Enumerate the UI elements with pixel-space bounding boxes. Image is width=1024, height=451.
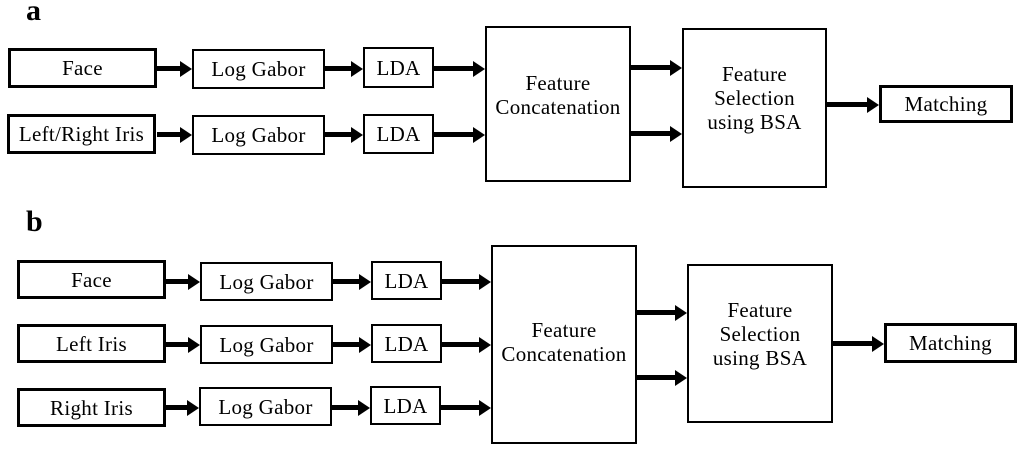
node-matching-b: Matching — [884, 323, 1017, 363]
arrow-concat-to-selection-b-lower — [637, 375, 675, 380]
arrow-loggabor-to-lda-b-row2 — [333, 342, 359, 347]
arrow-rightiris-to-loggabor-b — [166, 405, 187, 410]
node-lda-b-row2: LDA — [371, 324, 442, 363]
arrow-lda-to-concat-b-row1 — [442, 279, 479, 284]
arrow-loggabor-to-lda-a-row1 — [325, 66, 351, 71]
panel-a-label: a — [26, 0, 41, 27]
node-log-gabor-a-row2: Log Gabor — [192, 115, 325, 155]
arrow-loggabor-to-lda-b-row3 — [332, 405, 358, 410]
node-feature-concatenation-b: Feature Concatenation — [491, 245, 637, 444]
arrow-leftiris-to-loggabor-b — [166, 342, 188, 347]
arrow-iris-to-loggabor-a — [157, 132, 180, 137]
node-lda-a-row2: LDA — [363, 114, 434, 154]
node-feature-selection-bsa-b: Feature Selection using BSA — [687, 264, 833, 423]
arrow-lda-to-concat-a-row2 — [434, 132, 473, 137]
arrow-concat-to-selection-a-upper — [631, 65, 670, 70]
arrow-concat-to-selection-a-lower — [631, 131, 670, 136]
node-lda-b-row3: LDA — [370, 386, 441, 425]
node-log-gabor-b-row3: Log Gabor — [199, 387, 332, 426]
arrow-lda-to-concat-b-row2 — [442, 342, 479, 347]
node-right-iris-b: Right Iris — [17, 388, 166, 427]
arrow-lda-to-concat-a-row1 — [434, 66, 473, 71]
arrow-face-to-loggabor-a — [157, 66, 180, 71]
arrow-loggabor-to-lda-b-row1 — [333, 279, 359, 284]
node-left-iris-b: Left Iris — [17, 324, 166, 363]
arrow-selection-to-matching-b — [833, 341, 872, 346]
arrow-selection-to-matching-a — [827, 102, 867, 107]
arrow-lda-to-concat-b-row3 — [441, 405, 479, 410]
panel-b-label: b — [26, 205, 43, 238]
node-log-gabor-b-row1: Log Gabor — [200, 262, 333, 301]
node-face-b: Face — [17, 260, 166, 299]
node-feature-concatenation-a: Feature Concatenation — [485, 26, 631, 182]
node-feature-selection-bsa-a: Feature Selection using BSA — [682, 28, 827, 188]
node-log-gabor-a-row1: Log Gabor — [192, 49, 325, 89]
node-face-a: Face — [8, 48, 157, 88]
node-lda-b-row1: LDA — [371, 261, 442, 300]
node-log-gabor-b-row2: Log Gabor — [200, 325, 333, 364]
node-left-right-iris-a: Left/Right Iris — [7, 114, 156, 154]
arrow-loggabor-to-lda-a-row2 — [325, 132, 351, 137]
node-matching-a: Matching — [879, 85, 1013, 123]
node-lda-a-row1: LDA — [363, 47, 434, 88]
arrow-face-to-loggabor-b — [166, 279, 188, 284]
arrow-concat-to-selection-b-upper — [637, 310, 675, 315]
